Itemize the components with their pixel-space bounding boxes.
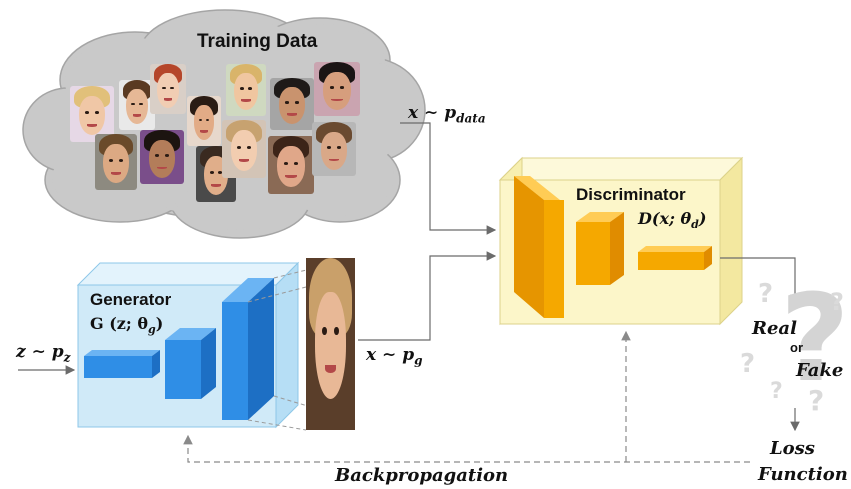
discriminator-params: D(x; θd) [638,209,707,232]
arrow-sample-to-discriminator [358,251,497,341]
discriminator-title: Discriminator [576,185,686,204]
discriminator-layers [514,176,712,318]
generator-title: Generator [90,290,172,309]
noise-input-label: z ∼ pz [16,342,71,365]
face-image [187,96,221,146]
svg-text:?: ? [740,349,755,379]
backprop-path [183,330,750,463]
loss-label: Loss [770,438,815,459]
arrow-discriminator-to-output [720,257,800,305]
real-label: Real [752,318,797,339]
face-image [268,136,314,194]
svg-text:?: ? [830,288,844,316]
face-image [70,86,114,142]
svg-text:?: ? [780,270,850,409]
svg-text:?: ? [808,384,824,417]
face-image [119,80,155,130]
face-image [270,78,314,130]
generator-layers [84,278,274,420]
fake-label: Fake [796,360,844,381]
generated-face-image [306,258,355,430]
svg-text:?: ? [758,279,773,309]
face-image [150,64,186,114]
training-data-title: Training Data [197,31,318,52]
arrow-data-to-discriminator [400,122,497,235]
question-mark-icon: ? ? ? ? ? ? [740,270,850,417]
function-label: Function [758,464,848,485]
generated-sample-label: x ∼ pg [366,345,423,368]
svg-text:?: ? [770,379,783,404]
face-image [312,122,356,176]
face-image [95,134,137,190]
face-image [226,64,266,116]
or-label: or [790,340,803,355]
generator-params: G (z; θg) [90,314,164,337]
backpropagation-label: Backpropagation [335,465,509,486]
face-image [140,130,184,184]
face-image [222,120,266,178]
face-image [314,62,360,116]
real-sample-label: x ∼ pdata [408,103,486,126]
